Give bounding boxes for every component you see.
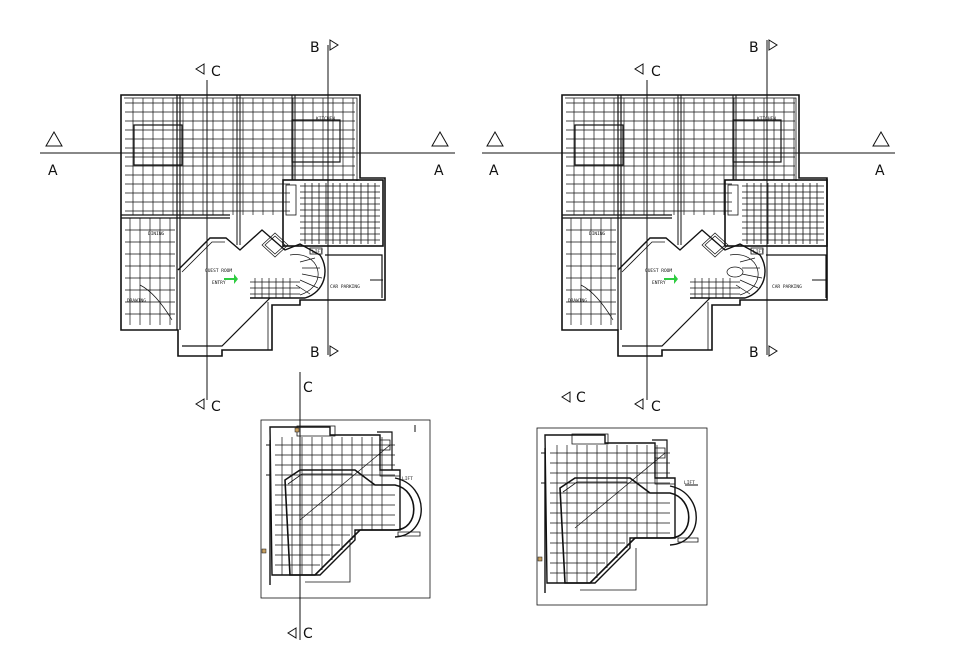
entry-label-ul: ENTRY [212, 280, 226, 286]
section-label-a-right-1: A [434, 163, 444, 179]
kitchen-label-ul: KITCHEN [316, 116, 335, 122]
drawing-label-ul: DRAWING [127, 298, 146, 304]
section-label-b-top-2: B [749, 40, 759, 56]
guest-room-label-ur: GUEST ROOM [645, 268, 672, 274]
section-label-b-bottom-2: B [749, 345, 759, 361]
dining-label-ur: DINING [589, 231, 606, 237]
entry-label-ur: ENTRY [652, 280, 666, 286]
drawing-label-ur: DRAWING [568, 298, 587, 304]
section-lines-upper-left [40, 39, 455, 410]
section-label-c-left-2: C [576, 390, 586, 406]
slab-grid-lower-left [275, 437, 395, 575]
dining-label-ul: DINING [148, 231, 165, 237]
section-label-b-top-1: B [310, 40, 320, 56]
section-label-c-bottom-1: C [211, 399, 221, 415]
guest-room-label-ul: GUEST ROOM [205, 268, 232, 274]
section-label-a-right-2: A [875, 163, 885, 179]
section-label-c-bottom-2: C [651, 399, 661, 415]
entry-arrow-upper-left [224, 274, 238, 284]
section-lines-lower-left [287, 372, 301, 640]
lift-label-ul: LIFT [312, 249, 323, 255]
section-label-b-bottom-1: B [310, 345, 320, 361]
hatch-block-upper-left [300, 183, 380, 244]
floor-plan-upper-right: KITCHEN DINING DRAWING GUEST ROOM CAR PA… [561, 94, 828, 357]
floor-plan-lower-right: LIFT [536, 427, 708, 606]
section-lines-upper-right [482, 39, 895, 410]
slab-grid-lower-right [550, 445, 670, 583]
spiral-stair-upper-right [690, 232, 763, 298]
section-label-a-left-2: A [489, 163, 499, 179]
floor-plan-upper-left: KITCHEN DINING DRAWING GUEST ROOM CAR PA… [120, 94, 386, 357]
car-parking-label-ul: CAR PARKING [330, 284, 360, 290]
spiral-stair-upper-left [250, 232, 323, 298]
column-marker-lr [537, 556, 543, 562]
slab-grid-lower-left-room [125, 218, 175, 325]
column-marker-ll-2 [294, 427, 300, 433]
lift-label-lr: LIFT [684, 480, 695, 486]
floor-plan-lower-left: LIFT [260, 419, 431, 599]
car-parking-label-ur: CAR PARKING [772, 284, 802, 290]
section-label-c-top-1: C [211, 64, 221, 80]
section-label-c-top-2: C [651, 64, 661, 80]
entry-arrow-upper-right [664, 274, 678, 284]
section-label-a-left-1: A [48, 163, 58, 179]
section-label-c-bottom-3: C [303, 626, 313, 642]
slab-grid-lower-right-room [566, 218, 616, 325]
lift-label-ll: LIFT [402, 476, 413, 482]
section-label-c-top-3: C [303, 380, 313, 396]
hatch-block-upper-right [742, 183, 824, 244]
lift-label-ur: LIFT [753, 249, 764, 255]
column-marker-ll [261, 548, 267, 554]
